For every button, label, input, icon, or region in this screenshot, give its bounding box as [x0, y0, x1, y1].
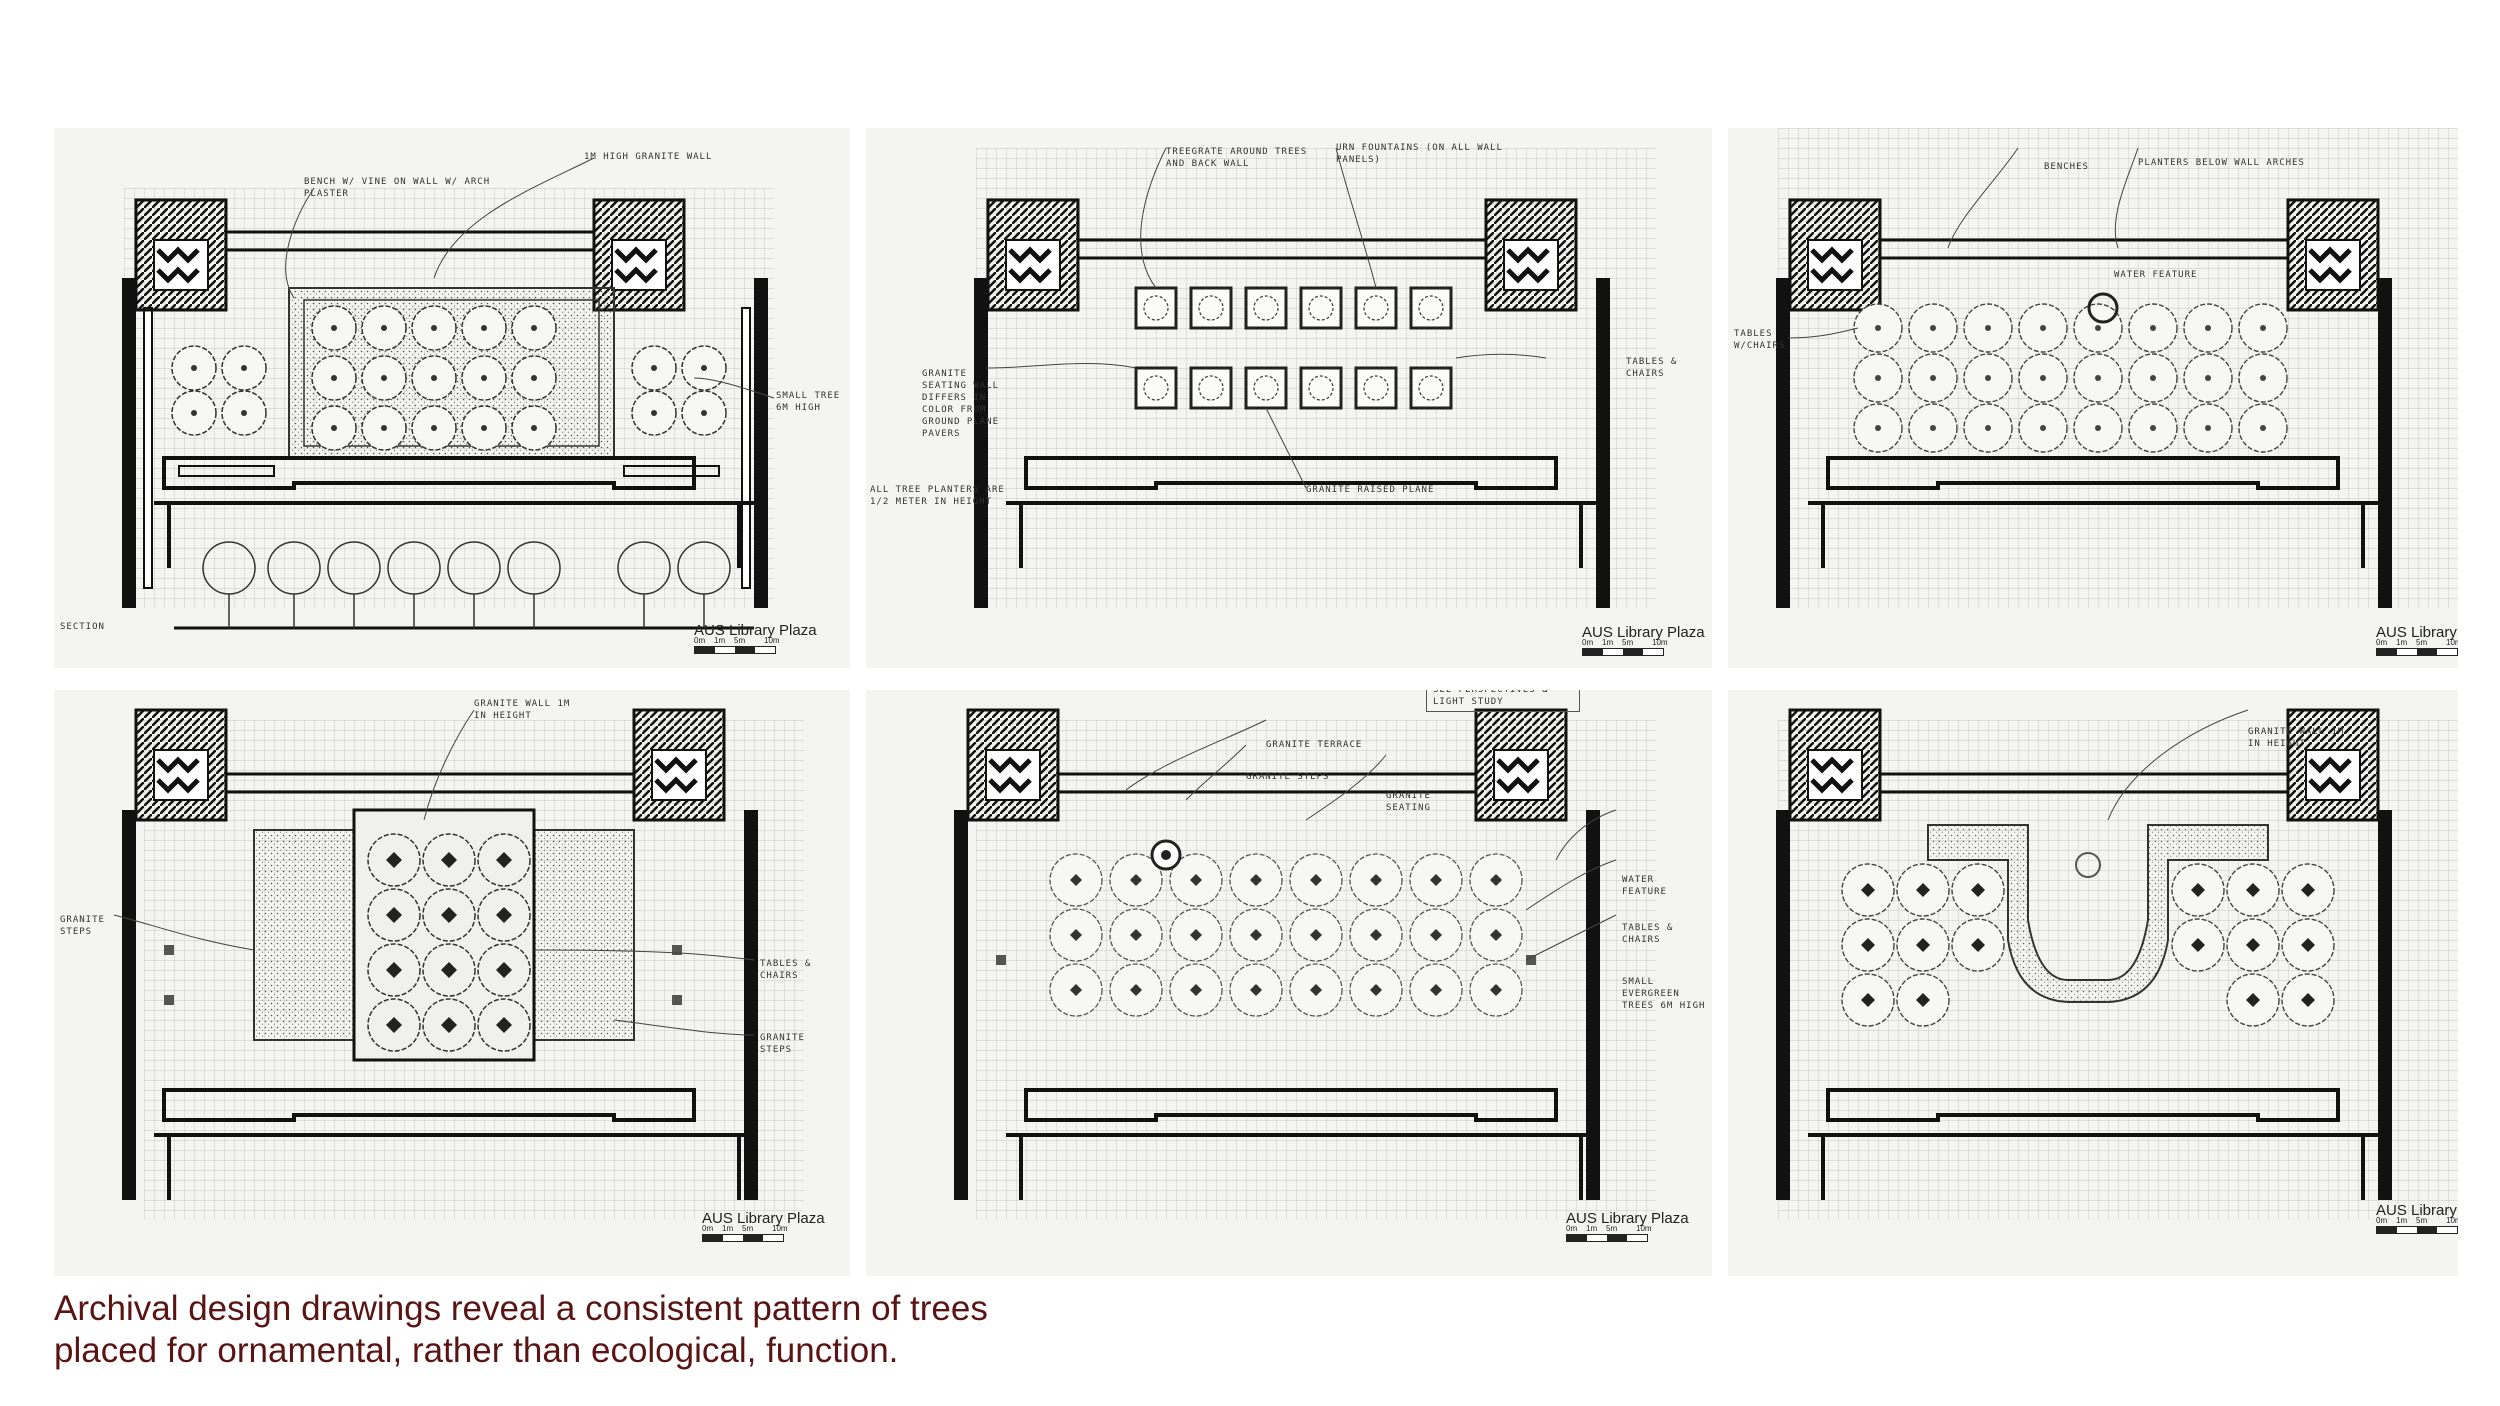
annotation: GRANITE WALL 1M IN HEIGHT — [2248, 727, 2345, 749]
plaza-label: AUS Library — [2376, 624, 2457, 641]
scale-tick-label: 0m — [694, 636, 706, 645]
scale-tick-label: 10m — [1652, 638, 1668, 647]
scale-tick-label: 10m — [764, 636, 780, 645]
scale-tick-label: 0m — [1582, 638, 1594, 647]
scale-bar — [2376, 1226, 2458, 1234]
scale-tick-label: 1m — [714, 636, 726, 645]
annotation: TABLES & CHAIRS — [760, 959, 812, 981]
scale-tick-label: 0m — [2376, 1216, 2388, 1225]
scale-tick-label: 0m — [2376, 638, 2388, 647]
drawing-panel-1: 1M HIGH GRANITE WALL BENCH W/ VINE ON WA… — [54, 128, 850, 668]
annotation: URN FOUNTAINS (ON ALL WALL PANELS) — [1336, 143, 1503, 165]
plaza-label: AUS Library Plaza — [1566, 1210, 1689, 1227]
annotation: GRANITE STEPS — [60, 915, 105, 937]
plaza-label: AUS Library — [2376, 1202, 2457, 1219]
annotation: TREEGRATE AROUND TREES AND BACK WALL — [1166, 147, 1308, 169]
scale-tick-label: 5m — [1622, 638, 1634, 647]
caption-line-2: placed for ornamental, rather than ecolo… — [54, 1331, 899, 1370]
annotation: WATER FEATURE — [1622, 875, 1667, 897]
scale-tick-label: 10m — [1636, 1224, 1652, 1233]
scale-tick-label: 5m — [2416, 638, 2428, 647]
site-plan-drawing — [974, 147, 1656, 608]
scale-bar — [2376, 648, 2458, 656]
scale-tick-label: 5m — [2416, 1216, 2428, 1225]
annotation: GRANITE STEPS — [1246, 772, 1330, 782]
site-plan-drawing — [113, 690, 804, 1220]
scale-tick-label: 10m — [772, 1224, 788, 1233]
scale-tick-label: 1m — [722, 1224, 734, 1233]
drawing-panel-4: GRANITE WALL 1M IN HEIGHT GRANITE STEPS … — [54, 690, 850, 1276]
site-plan-drawing — [954, 690, 1656, 1220]
scale-tick-label: 1m — [2396, 1216, 2408, 1225]
scale-tick-label: 1m — [1602, 638, 1614, 647]
annotation: GRANITE TERRACE — [1266, 740, 1363, 750]
scale-tick-label: 5m — [742, 1224, 754, 1233]
scale-bar — [1566, 1234, 1648, 1242]
scale-bar — [1582, 648, 1664, 656]
annotation: PLANTERS BELOW WALL ARCHES — [2138, 158, 2305, 168]
annotation: GRANITE STEPS — [760, 1033, 805, 1055]
scale-tick-label: 1m — [1586, 1224, 1598, 1233]
scale-bar — [702, 1234, 784, 1242]
scale-bar — [694, 646, 776, 654]
drawing-panel-2: TREEGRATE AROUND TREES AND BACK WALL URN… — [866, 128, 1712, 668]
plaza-label: AUS Library Plaza — [702, 1210, 825, 1227]
plaza-label: AUS Library Plaza — [1582, 624, 1705, 641]
annotation: SECTION — [60, 622, 105, 632]
annotation: SEE PERSPECTIVES & LIGHT STUDY — [1426, 690, 1580, 712]
annotation: SMALL TREE 6M HIGH — [776, 391, 841, 413]
annotation: BENCH W/ VINE ON WALL W/ ARCH PLASTER — [304, 177, 491, 199]
annotation: TABLES & CHAIRS — [1622, 923, 1674, 945]
drawing-panel-5: SEE PERSPECTIVES & LIGHT STUDY GRANITE T… — [866, 690, 1712, 1276]
scale-tick-label: 10m — [2446, 638, 2458, 647]
annotation: GRANITE WALL 1M IN HEIGHT — [474, 699, 571, 721]
caption: Archival design drawings reveal a consis… — [54, 1288, 1254, 1372]
scale-tick-label: 10m — [2446, 1216, 2458, 1225]
scale-tick-label: 5m — [734, 636, 746, 645]
annotation: 1M HIGH GRANITE WALL — [584, 152, 713, 162]
scale-tick-label: 0m — [702, 1224, 714, 1233]
annotation: GRANITE SEATING — [1386, 791, 1431, 813]
scale-tick-label: 0m — [1566, 1224, 1578, 1233]
annotation: BENCHES — [2044, 162, 2089, 172]
annotation: SMALL EVERGREEN TREES 6M HIGH — [1622, 977, 1706, 1011]
site-plan-drawing — [1776, 690, 2458, 1220]
annotation: GRANITE RAISED PLANE — [1306, 485, 1435, 495]
site-plan-drawing — [1776, 128, 2458, 608]
annotation: WATER FEATURE — [2114, 270, 2198, 280]
annotation: ALL TREE PLANTERS ARE 1/2 METER IN HEIGH… — [870, 485, 1005, 507]
annotation: TABLES & CHAIRS — [1626, 357, 1678, 379]
scale-tick-label: 5m — [1606, 1224, 1618, 1233]
drawing-panel-6: GRANITE WALL 1M IN HEIGHT AUS Library 0m… — [1728, 690, 2458, 1276]
drawing-panel-3: BENCHES PLANTERS BELOW WALL ARCHES WATER… — [1728, 128, 2458, 668]
caption-line-1: Archival design drawings reveal a consis… — [54, 1289, 988, 1328]
site-plan-drawing — [122, 157, 775, 630]
annotation: TABLES W/CHAIRS — [1734, 329, 1786, 351]
scale-tick-label: 1m — [2396, 638, 2408, 647]
annotation: GRANITE SEATING WALL DIFFERS IN COLOR FR… — [922, 369, 1000, 439]
plaza-label: AUS Library Plaza — [694, 622, 817, 639]
